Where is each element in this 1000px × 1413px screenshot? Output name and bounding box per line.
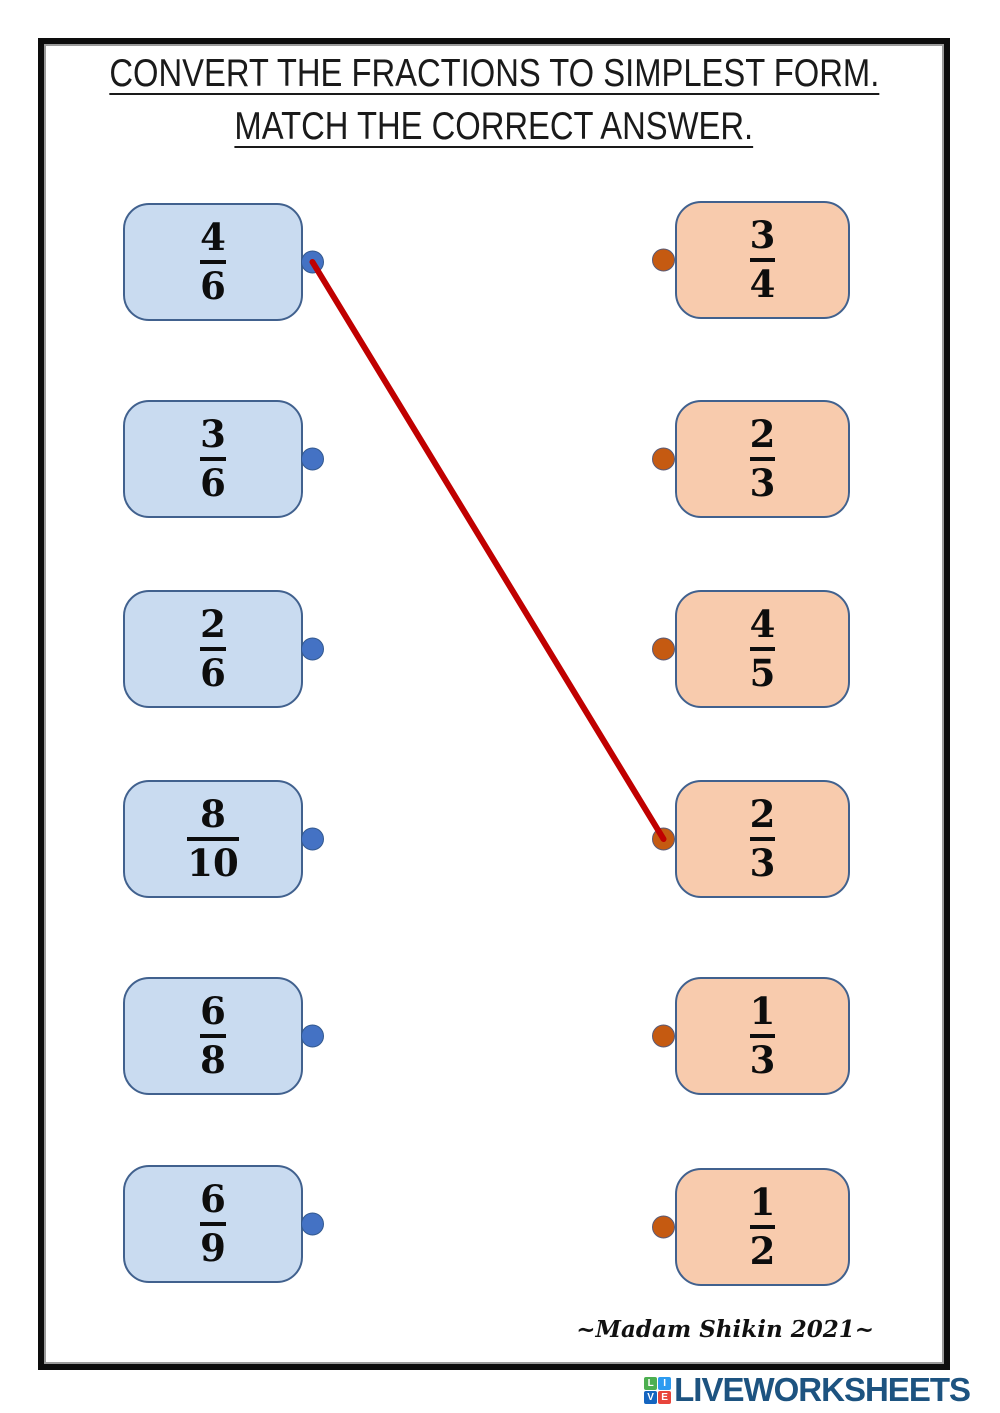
logo-square-i: I: [658, 1376, 672, 1390]
fraction-bar: [187, 837, 239, 841]
fraction-bar: [749, 1225, 776, 1229]
fraction-bar: [200, 1034, 226, 1038]
fraction-numerator: 3: [749, 213, 776, 257]
connector-dot-left-5[interactable]: [301, 1024, 324, 1048]
connector-dot-left-4[interactable]: [301, 827, 324, 851]
title-line-2: MATCH THE CORRECT ANSWER.: [234, 105, 754, 148]
fraction-numerator: 2: [749, 792, 776, 836]
fraction-numerator: 8: [200, 792, 226, 836]
fraction-bar: [749, 837, 776, 841]
fraction-bar: [200, 1222, 226, 1226]
fraction-denominator: 2: [749, 1229, 776, 1273]
fraction-numerator: 1: [749, 989, 776, 1033]
connector-dot-right-6[interactable]: [652, 1215, 675, 1239]
fraction-bar: [749, 1034, 776, 1038]
fraction-bar: [200, 457, 226, 461]
fraction-numerator: 6: [200, 989, 226, 1033]
fraction-denominator: 6: [200, 651, 226, 695]
fraction-denominator: 6: [200, 461, 226, 505]
fraction-bar: [200, 260, 226, 264]
fraction-numerator: 6: [200, 1177, 226, 1221]
fraction-numerator: 4: [200, 215, 226, 259]
connector-dot-right-2[interactable]: [652, 447, 675, 471]
fraction-numerator: 1: [749, 1180, 776, 1224]
connector-dot-right-3[interactable]: [652, 637, 675, 661]
fraction-denominator: 3: [749, 1038, 776, 1082]
connector-dot-right-5[interactable]: [652, 1024, 675, 1048]
connector-dot-left-6[interactable]: [301, 1212, 324, 1236]
fraction-denominator: 10: [187, 841, 239, 885]
logo-square-l: L: [644, 1376, 658, 1390]
fraction-numerator: 3: [200, 412, 226, 456]
liveworksheets-logo-text: LIVEWORKSHEETS: [674, 1371, 971, 1408]
worksheet-title: CONVERT THE FRACTIONS TO SIMPLEST FORM. …: [38, 52, 950, 149]
connector-dot-left-3[interactable]: [301, 637, 324, 661]
connector-dot-left-2[interactable]: [301, 447, 324, 471]
logo-square-v: V: [644, 1390, 658, 1404]
fraction-denominator: 8: [200, 1038, 226, 1082]
connector-dot-right-1[interactable]: [652, 248, 675, 272]
fraction-bar: [749, 647, 776, 651]
fraction-numerator: 2: [749, 412, 776, 456]
fraction-bar: [749, 258, 776, 262]
fraction-denominator: 5: [749, 651, 776, 695]
fraction-numerator: 2: [200, 602, 226, 646]
connector-dot-right-4[interactable]: [652, 827, 675, 851]
fraction-denominator: 9: [200, 1226, 226, 1270]
title-line-1: CONVERT THE FRACTIONS TO SIMPLEST FORM.: [109, 52, 879, 95]
fraction-denominator: 3: [749, 461, 776, 505]
fraction-bar: [749, 457, 776, 461]
fraction-numerator: 4: [749, 602, 776, 646]
fraction-denominator: 4: [749, 262, 776, 306]
author-credit: ~Madam Shikin 2021~: [576, 1316, 874, 1343]
connector-dot-left-1[interactable]: [301, 250, 324, 274]
fraction-bar: [200, 647, 226, 651]
logo-square-e: E: [658, 1390, 672, 1404]
fraction-denominator: 6: [200, 264, 226, 308]
fraction-denominator: 3: [749, 841, 776, 885]
